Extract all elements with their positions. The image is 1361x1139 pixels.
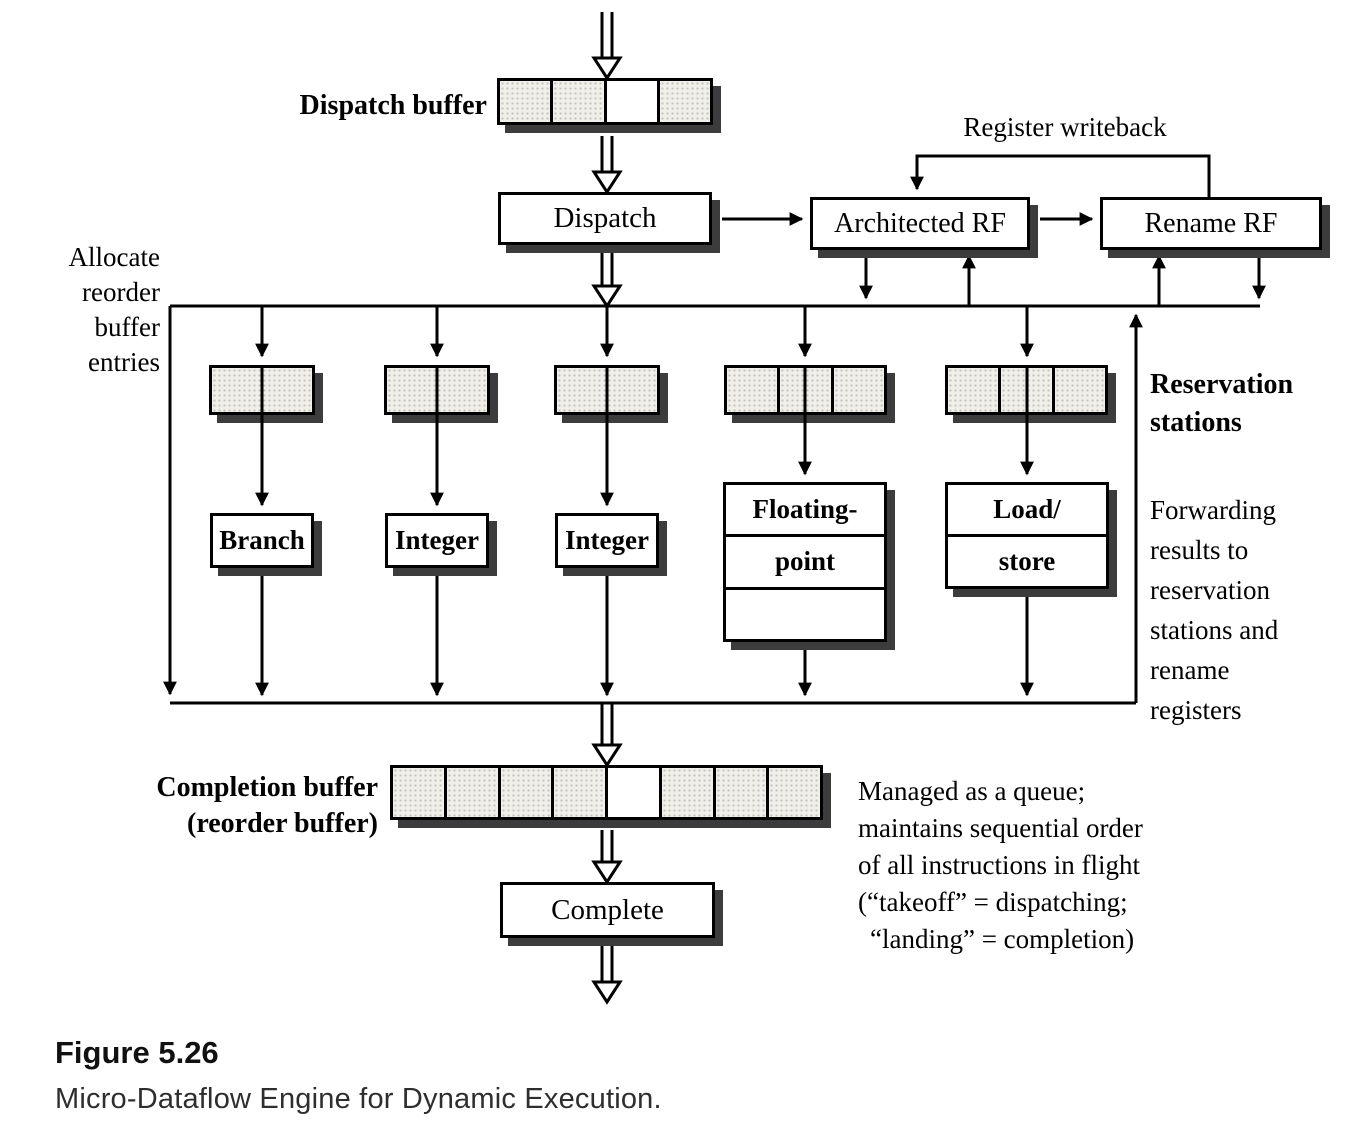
queue-note-line: (“takeoff” = dispatching;	[858, 887, 1128, 917]
wide-arrow-fetch-in	[591, 12, 623, 81]
integer-unit-1-box: Integer	[385, 513, 489, 568]
forwarding-results-note: Forwarding results to reservation statio…	[1150, 490, 1355, 730]
forwarding-note-line: reservation	[1150, 575, 1270, 605]
dispatch-buffer	[497, 78, 713, 125]
queue-note-line: of all instructions in flight	[858, 850, 1140, 880]
queue-note-line: Managed as a queue;	[858, 776, 1086, 806]
forwarding-note-line: Forwarding	[1150, 495, 1276, 525]
queue-note-line: “landing” = completion)	[870, 924, 1135, 954]
integer-unit-2-label: Integer	[565, 525, 649, 555]
reservation-stations-line: Reservation	[1150, 369, 1294, 400]
floating-point-unit-box: Floating- point	[723, 482, 887, 642]
branch-unit-box: Branch	[210, 513, 314, 568]
rs-cell	[727, 368, 778, 412]
forwarding-note-line: stations and	[1150, 615, 1279, 645]
forwarding-note-line: results to	[1150, 535, 1249, 565]
rs-cell	[948, 368, 999, 412]
wide-arrow-retire-out	[591, 946, 623, 1005]
completion-buffer-cell	[393, 768, 444, 817]
dispatch-buffer-cell	[550, 81, 604, 122]
wide-arrow-buffer-to-complete	[591, 830, 623, 885]
load-store-unit-label-line1: Load/	[993, 494, 1061, 524]
forwarding-note-line: registers	[1150, 695, 1242, 725]
dispatch-buffer-cell	[656, 81, 710, 122]
figure-number: Figure 5.26	[55, 1035, 219, 1070]
integer-unit-2-box: Integer	[555, 513, 659, 568]
rename-rf-label: Rename RF	[1144, 207, 1278, 239]
completion-buffer-cell	[551, 768, 605, 817]
load-store-unit-box: Load/ store	[945, 482, 1109, 589]
managed-as-queue-note: Managed as a queue; maintains sequential…	[858, 773, 1198, 958]
completion-buffer-label: Completion buffer (reorder buffer)	[100, 770, 378, 842]
forwarding-note-line: rename	[1150, 655, 1230, 685]
rename-rf-box: Rename RF	[1100, 197, 1322, 250]
complete-stage-label: Complete	[551, 893, 664, 926]
rs-cell	[998, 368, 1052, 412]
completion-buffer-cell	[497, 768, 552, 817]
allocate-note-line: reorder	[82, 277, 160, 307]
floating-point-unit-empty-row	[726, 586, 884, 639]
reservation-stations-label: Reservation stations	[1150, 366, 1350, 442]
figure-caption: Micro-Dataflow Engine for Dynamic Execut…	[55, 1083, 662, 1115]
floating-point-unit-label-line1: Floating-	[752, 494, 858, 525]
allocate-note-line: Allocate	[68, 242, 160, 272]
branch-unit-label: Branch	[219, 525, 305, 555]
completion-buffer-cell	[605, 768, 659, 817]
rs-cell	[830, 368, 884, 412]
rs-cell	[1051, 368, 1105, 412]
dispatch-stage-box: Dispatch	[498, 192, 712, 245]
completion-buffer	[390, 765, 823, 820]
dispatch-buffer-cell	[500, 81, 551, 122]
integer-unit-1-label: Integer	[395, 525, 479, 555]
floating-point-unit-label-line2: point	[726, 534, 884, 586]
completion-buffer-cell	[766, 768, 820, 817]
completion-buffer-label-line: (reorder buffer)	[187, 808, 378, 839]
architected-rf-label: Architected RF	[834, 207, 1006, 239]
reservation-stations-line: stations	[1150, 407, 1242, 438]
completion-buffer-cell	[658, 768, 713, 817]
wide-arrow-buffer-to-dispatch	[591, 136, 623, 195]
queue-note-line: maintains sequential order	[858, 813, 1143, 843]
dispatch-stage-label: Dispatch	[553, 202, 657, 234]
architected-rf-box: Architected RF	[810, 197, 1030, 250]
completion-buffer-cell	[443, 768, 498, 817]
dispatch-buffer-cell	[603, 81, 657, 122]
allocate-note-line: entries	[88, 347, 160, 377]
wide-flow-arrows	[591, 12, 623, 1005]
completion-buffer-cell	[712, 768, 767, 817]
register-writeback-arrow	[910, 154, 1211, 197]
load-store-unit-label-line2: store	[948, 534, 1106, 586]
wide-arrow-dispatch-to-bus	[591, 249, 623, 309]
allocate-reorder-note: Allocate reorder buffer entries	[38, 240, 160, 380]
allocate-note-line: buffer	[94, 312, 160, 342]
complete-stage-box: Complete	[500, 882, 715, 938]
wide-arrow-bus-to-completion-buffer	[591, 704, 623, 768]
completion-buffer-label-line: Completion buffer	[156, 772, 378, 803]
dispatch-buffer-label: Dispatch buffer	[299, 90, 487, 121]
register-writeback-label: Register writeback	[963, 112, 1167, 142]
